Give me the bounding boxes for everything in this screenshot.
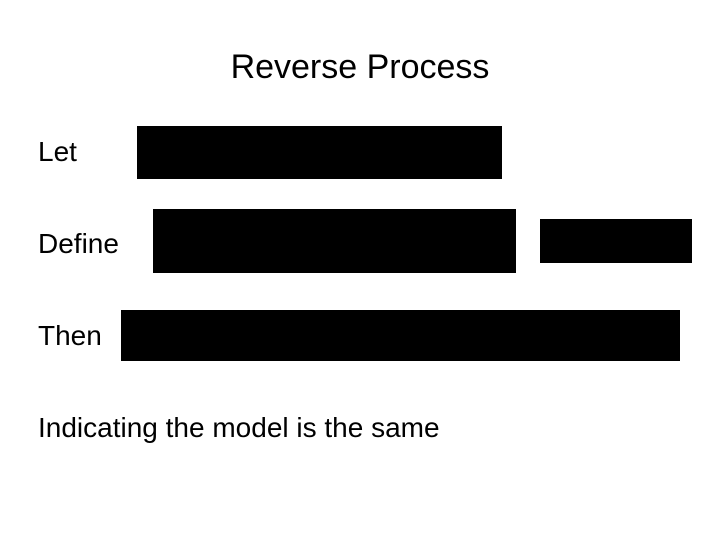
redaction-bar-define-aux: [540, 219, 692, 263]
row-label-let: Let: [38, 136, 77, 167]
redaction-bar-define-main: [153, 209, 516, 273]
row-label-define: Define: [38, 228, 119, 259]
redaction-bar-let: [137, 126, 502, 179]
page-title: Reverse Process: [230, 48, 490, 86]
conclusion-text: Indicating the model is the same: [38, 412, 440, 443]
row-label-then: Then: [38, 320, 102, 351]
redaction-bar-then: [121, 310, 680, 361]
